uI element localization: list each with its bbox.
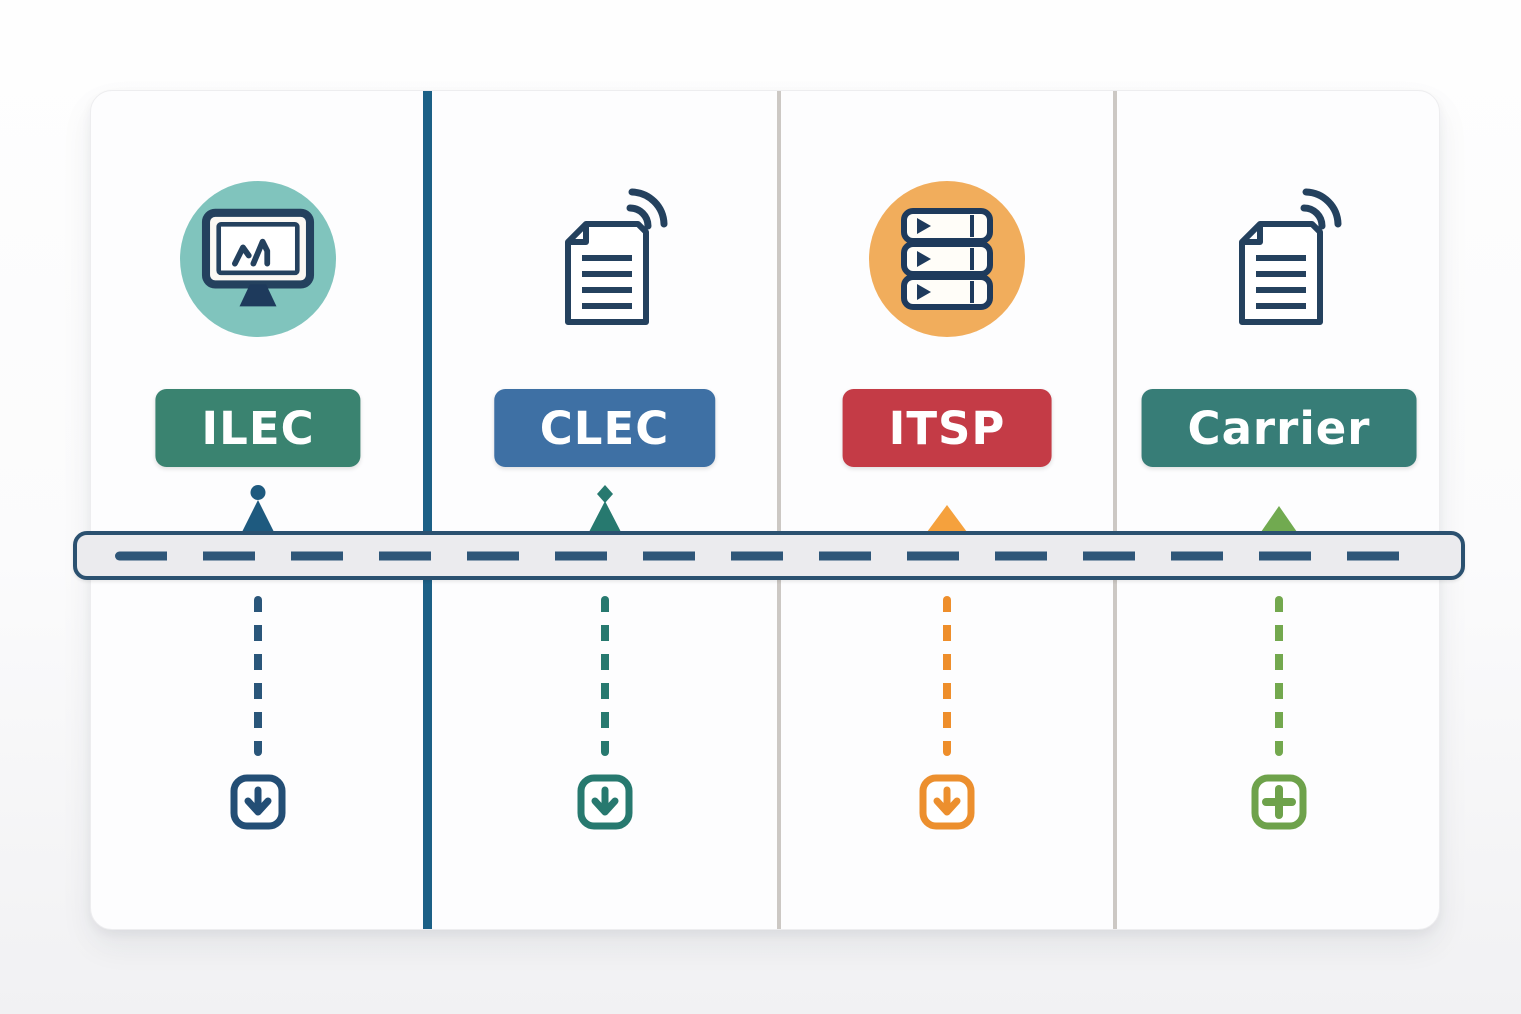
ilec-badge: ILEC: [155, 389, 361, 467]
timeline-band-dashes: [115, 551, 1431, 560]
download-arrow-square-icon: [918, 773, 976, 831]
dashed-connector-line: [254, 596, 262, 756]
dashed-connector-line: [943, 596, 951, 756]
clec-badge-label: CLEC: [539, 401, 670, 455]
triangle-marker-icon: [1261, 506, 1297, 532]
dashed-connector-line: [600, 596, 609, 756]
column-divider-gray-2: [1113, 91, 1117, 929]
monitor-screen-icon: [180, 181, 336, 337]
dashed-connector-line: [1275, 596, 1283, 756]
carrier-badge-label: Carrier: [1187, 401, 1371, 455]
column-carrier: Carrier: [1117, 91, 1441, 929]
column-divider-gray-1: [777, 91, 781, 929]
wireless-document-icon: [1201, 181, 1357, 337]
column-divider-blue: [423, 91, 432, 929]
triangle-marker-icon: [927, 505, 967, 532]
ilec-badge-label: ILEC: [201, 401, 315, 455]
column-itsp: ITSP: [781, 91, 1113, 929]
plus-square-icon: [1250, 773, 1308, 831]
diagram-card: ILEC: [90, 90, 1440, 930]
pin-marker-icon: [588, 485, 621, 532]
wireless-document-icon: [527, 181, 683, 337]
download-arrow-square-icon: [229, 773, 287, 831]
download-arrow-square-icon: [576, 773, 634, 831]
carrier-badge: Carrier: [1141, 389, 1417, 467]
timeline-band: [73, 531, 1465, 580]
server-stack-icon: [869, 181, 1025, 337]
itsp-badge-label: ITSP: [888, 401, 1006, 455]
column-clec: CLEC: [432, 91, 777, 929]
column-ilec: ILEC: [91, 91, 425, 929]
itsp-badge: ITSP: [842, 389, 1052, 467]
pin-marker-icon: [242, 485, 274, 532]
clec-badge: CLEC: [493, 389, 716, 467]
